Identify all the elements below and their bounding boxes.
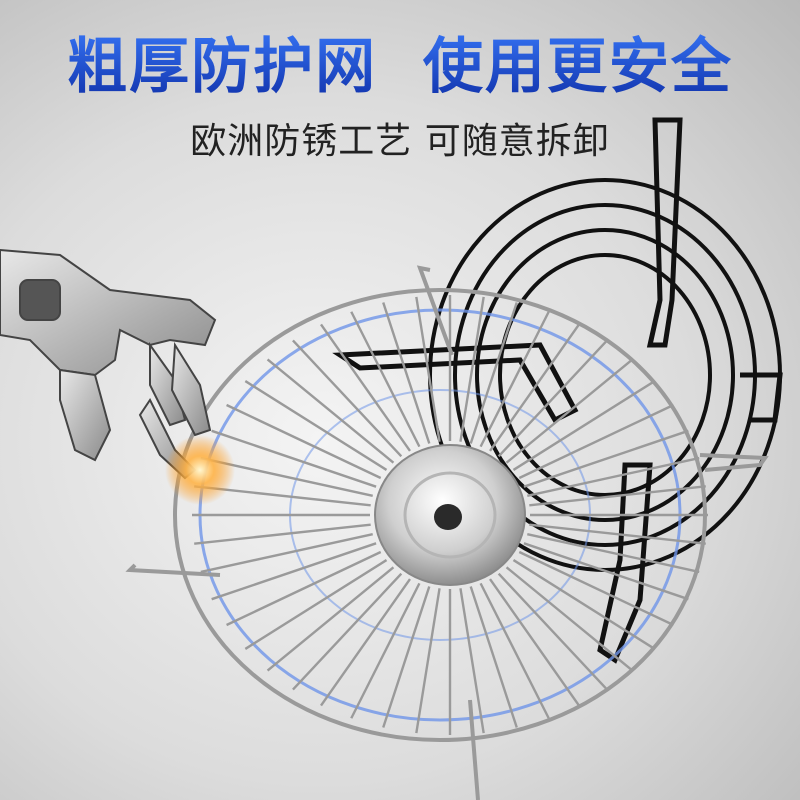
wire-spoke: [350, 311, 421, 448]
wire-spoke: [320, 578, 411, 707]
wire-spoke: [518, 550, 674, 627]
wire-spoke: [320, 323, 411, 452]
wire-spoke: [211, 542, 377, 601]
wire-spoke: [194, 523, 371, 545]
wire-spoke: [292, 572, 403, 691]
wire-spoke: [469, 586, 518, 728]
wire-spoke: [512, 559, 656, 650]
wire-spoke: [527, 456, 700, 498]
wire-spoke: [523, 542, 689, 601]
wire-spoke: [244, 559, 388, 650]
wire-spoke: [226, 550, 382, 627]
wire-spoke: [489, 578, 580, 707]
wire-spoke: [505, 358, 634, 464]
stainless-wire-guard: [125, 265, 769, 800]
wire-spoke: [529, 523, 706, 545]
wire-spoke: [512, 380, 656, 471]
wire-spoke: [244, 380, 388, 471]
wire-spoke: [382, 302, 431, 444]
center-hub: [374, 444, 526, 586]
wire-spoke: [266, 566, 395, 672]
wire-spoke: [529, 485, 706, 507]
wire-spoke: [200, 532, 373, 574]
wire-spoke: [479, 582, 550, 719]
wire-spoke: [479, 311, 550, 448]
wire-spoke: [211, 429, 377, 488]
wire-spoke: [527, 532, 700, 574]
wire-spoke: [382, 586, 431, 728]
wire-spoke: [350, 582, 421, 719]
wire-spoke: [459, 588, 485, 734]
wire-spoke: [469, 302, 518, 444]
wire-spoke: [415, 588, 441, 734]
headline: 粗厚防护网 使用更安全: [0, 18, 800, 105]
wire-spoke: [497, 339, 608, 458]
wire-spoke: [459, 296, 485, 442]
wire-spoke: [266, 358, 395, 464]
wire-spoke: [226, 403, 382, 480]
wire-spoke: [415, 296, 441, 442]
wire-spoke: [523, 429, 689, 488]
wire-spoke: [518, 403, 674, 480]
wire-spoke: [292, 339, 403, 458]
spark-glow: [165, 435, 235, 505]
wire-spoke: [505, 566, 634, 672]
wire-spoke: [489, 323, 580, 452]
subheadline: 欧洲防锈工艺 可随意拆卸: [190, 121, 610, 162]
wire-spoke: [497, 572, 608, 691]
robot-hand: [0, 248, 217, 480]
